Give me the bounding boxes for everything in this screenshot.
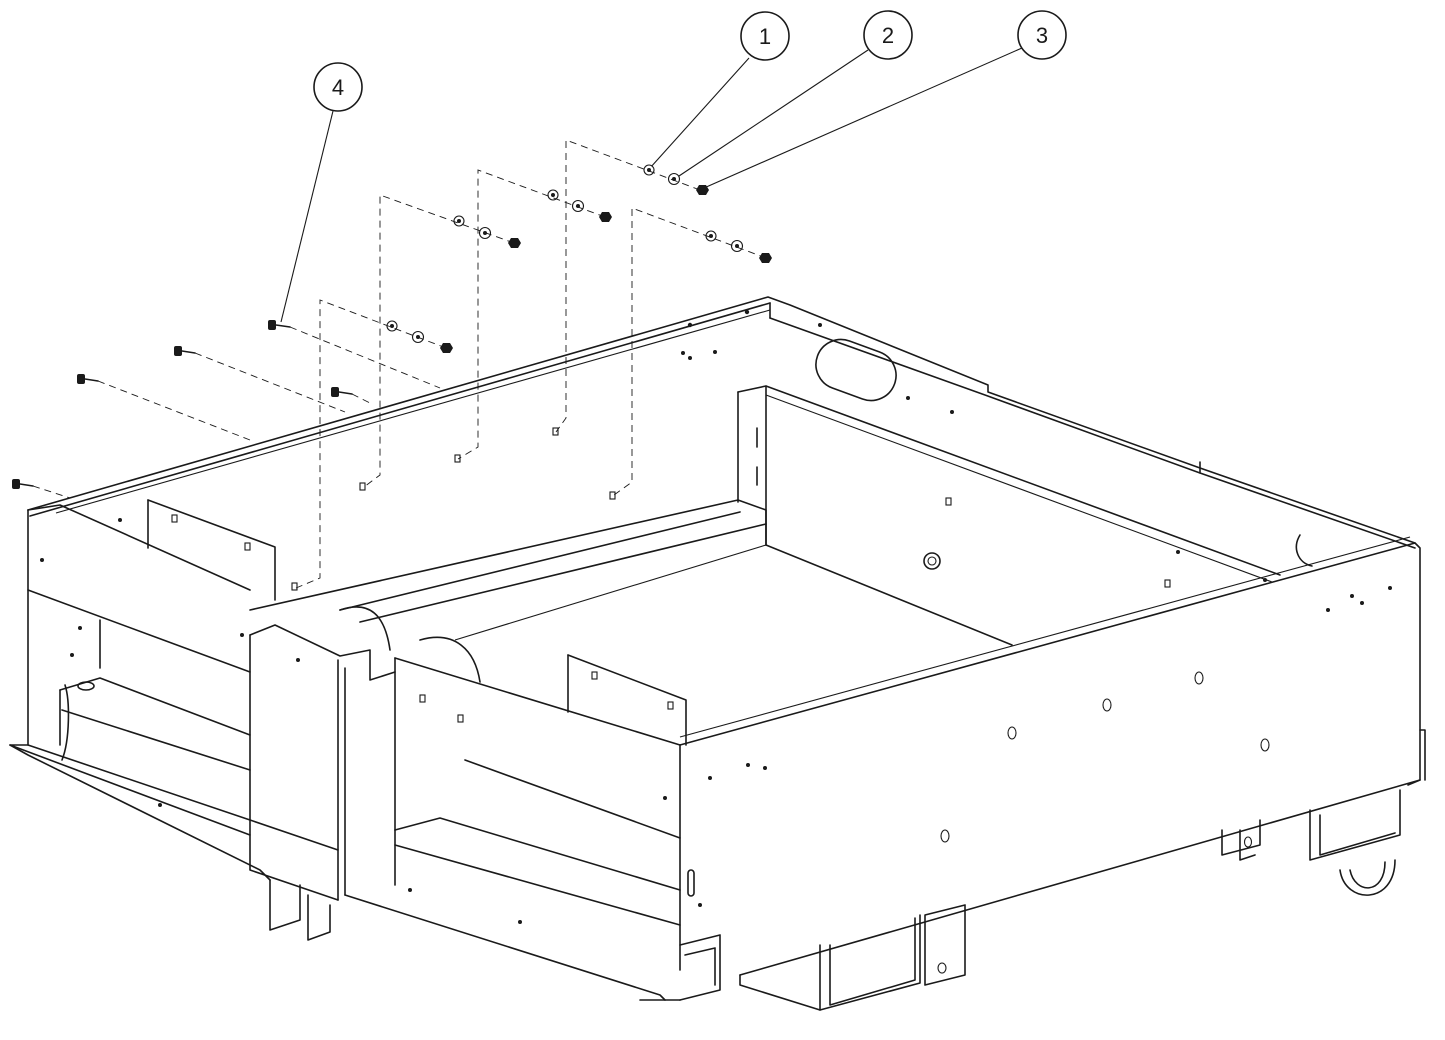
callout-circle-3 <box>1017 10 1067 60</box>
hardware-stacks <box>295 139 772 589</box>
screw-3 <box>77 374 99 384</box>
leader-line-4 <box>280 110 334 323</box>
screws <box>12 320 441 499</box>
center-bracket <box>249 624 396 901</box>
hardware-stack-d <box>705 230 772 263</box>
back-wall <box>769 317 1416 567</box>
callout-circle-4 <box>313 62 363 112</box>
leader-line-2 <box>675 49 869 179</box>
leader-line-1 <box>649 57 750 169</box>
screw-5 <box>12 479 34 489</box>
center-rail <box>249 499 767 683</box>
hardware-stack-a <box>643 164 709 195</box>
hardware-stack-e <box>386 320 453 353</box>
screw-1 <box>268 320 291 330</box>
hardware-stack-b <box>547 189 612 222</box>
rear-rim <box>27 296 1416 544</box>
assembly-path-lines <box>295 139 767 589</box>
callout-circle-1 <box>740 11 790 61</box>
screw-4 <box>331 387 353 397</box>
drain-fitting <box>923 552 941 570</box>
screw-2 <box>174 346 196 356</box>
handle-slot-right <box>1295 534 1313 567</box>
handle-slot-rear <box>815 338 897 402</box>
lower-left-channel <box>59 677 251 771</box>
callout-1: 1 <box>649 11 790 169</box>
front-right-panel <box>679 536 1426 976</box>
callout-circle-2 <box>863 10 913 60</box>
under-frame <box>739 789 1401 1011</box>
callout-label-1: 1 <box>759 24 771 49</box>
lower-right-channel <box>394 817 721 1001</box>
mounting-holes <box>40 309 1392 924</box>
leader-line-3 <box>703 47 1023 189</box>
inner-right-panel <box>394 654 687 839</box>
base-flange <box>9 744 666 1001</box>
callout-4: 4 <box>280 62 363 323</box>
hardware-stack-c <box>453 215 521 248</box>
left-end-panel <box>9 499 276 836</box>
callout-label-2: 2 <box>882 23 894 48</box>
callout-label-4: 4 <box>332 75 344 100</box>
panel-vent-holes <box>937 671 1270 974</box>
inner-partition <box>737 385 1281 583</box>
inner-floor <box>454 544 1013 646</box>
callout-label-3: 3 <box>1036 23 1048 48</box>
tray-box <box>9 296 1426 1011</box>
callout-2: 2 <box>675 10 913 179</box>
slot-marks <box>171 427 1171 897</box>
screw-paths <box>32 326 441 499</box>
tow-loop <box>1339 859 1396 896</box>
callout-3: 3 <box>703 10 1067 189</box>
